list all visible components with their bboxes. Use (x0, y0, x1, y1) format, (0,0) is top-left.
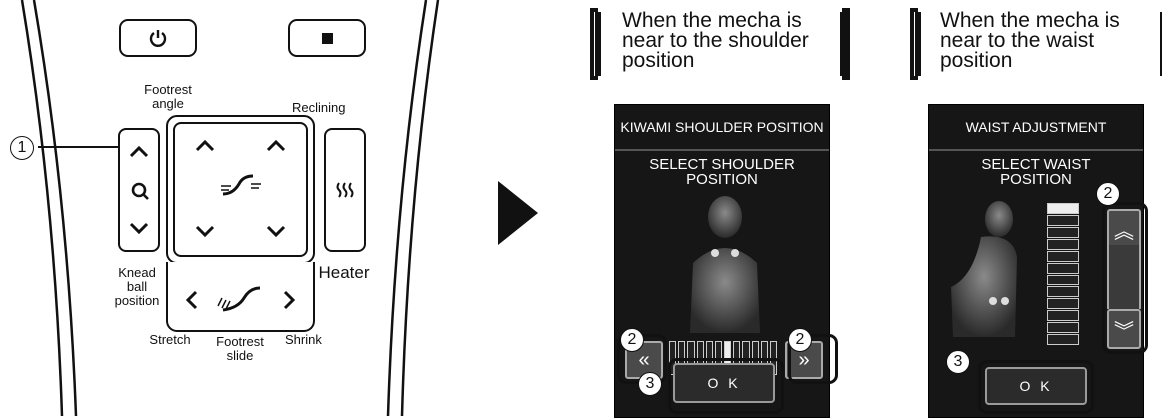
position-segment (1047, 239, 1079, 250)
callout-1-number: 1 (18, 139, 27, 157)
footrest-slide-pad[interactable] (166, 262, 315, 332)
position-segment (1047, 298, 1079, 309)
position-segment (1047, 334, 1079, 345)
stop-button[interactable] (288, 19, 366, 57)
ok-highlight (668, 358, 784, 414)
callout-2-left: 2 (620, 328, 644, 352)
footrest-slide-glyphs (168, 262, 313, 330)
callout-1: 1 (10, 136, 34, 160)
reclining-pad-outer (166, 115, 315, 264)
position-segment (1047, 215, 1079, 226)
knead-ball-position-button[interactable] (118, 128, 160, 252)
power-button[interactable] (119, 19, 197, 57)
reclining-pad[interactable] (173, 122, 308, 257)
body-figure (943, 197, 1039, 347)
reclining-pad-glyphs (175, 124, 306, 255)
label-heater: Heater (314, 266, 374, 280)
arrows-highlight (1102, 202, 1148, 354)
power-icon (148, 28, 168, 48)
stop-icon (322, 33, 333, 44)
heat-waves-icon (335, 180, 355, 200)
panel-heading: When the mecha is near to the waist posi… (940, 11, 1150, 71)
position-segment (1047, 251, 1079, 262)
position-segment (1047, 203, 1079, 214)
label-shrink: Shrink (285, 333, 345, 347)
label-knead-ball-position: Knead ball position (107, 266, 167, 308)
position-segment (1047, 322, 1079, 333)
callout-2: 2 (1096, 182, 1120, 206)
knead-position-glyphs (120, 130, 158, 250)
position-segment (1047, 275, 1079, 286)
callout-3: 3 (638, 372, 662, 396)
ok-highlight (978, 360, 1094, 414)
label-footrest-slide: Footrest slide (204, 335, 276, 363)
panel-heading: When the mecha is near to the shoulder p… (622, 11, 848, 71)
remote-control: 1 Footrest angle Reclining Knead ball po… (0, 0, 470, 416)
position-segment (1047, 263, 1079, 274)
position-segment (1047, 310, 1079, 321)
body-figure (685, 193, 765, 333)
screen-title: WAIST ADJUSTMENT (929, 105, 1143, 151)
position-bar (1047, 203, 1079, 345)
position-segment (1047, 286, 1079, 297)
label-footrest-angle: Footrest angle (137, 83, 199, 111)
play-arrow-icon (498, 181, 538, 245)
label-reclining: Reclining (292, 101, 362, 115)
position-segment (1047, 227, 1079, 238)
label-stretch: Stretch (140, 333, 200, 347)
screen-title: KIWAMI SHOULDER POSITION (615, 105, 829, 151)
callout-2-right: 2 (788, 328, 812, 352)
panel-waist: When the mecha is near to the waist posi… (902, 0, 1162, 416)
panel-shoulder: When the mecha is near to the shoulder p… (590, 0, 870, 416)
heater-button[interactable] (324, 128, 366, 252)
screen-subtitle: SELECT SHOULDER POSITION (615, 157, 829, 187)
callout-3: 3 (946, 350, 970, 374)
